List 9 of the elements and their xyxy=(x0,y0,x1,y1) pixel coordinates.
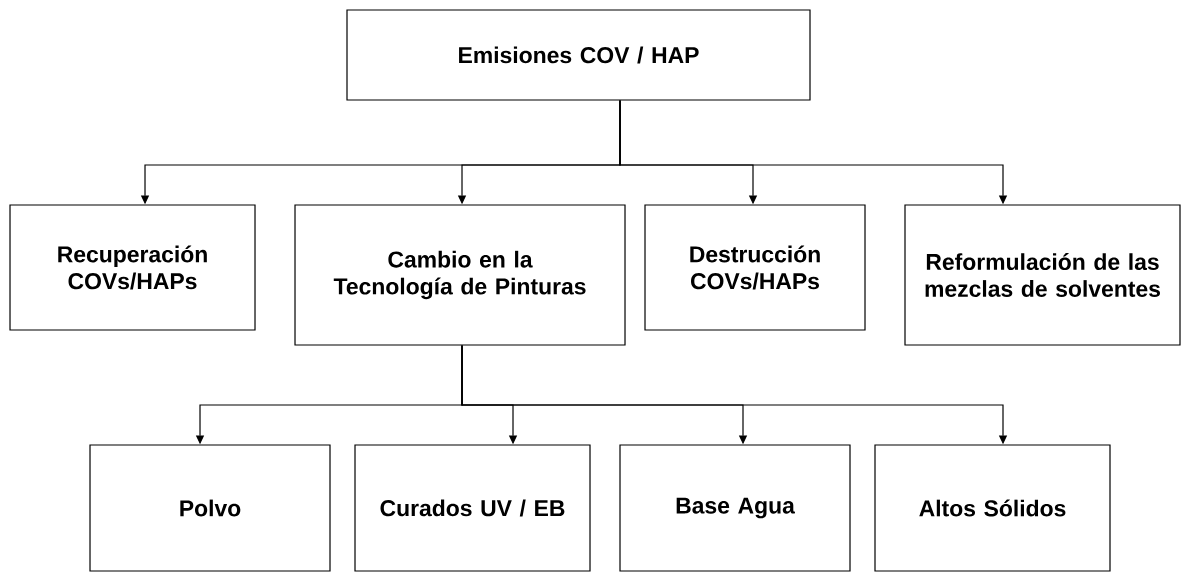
process-box: Cambio en la Tecnología de Pinturas xyxy=(294,204,626,346)
process-box: Polvo xyxy=(89,444,331,572)
process-box: Emisiones COV / HAP xyxy=(346,9,811,101)
process-box: Reformulación de las mezclas de solventes xyxy=(904,204,1181,346)
process-box: Altos Sólidos xyxy=(874,444,1111,572)
process-box: Destrucción COVs/HAPs xyxy=(644,204,866,331)
process-box: Curados UV / EB xyxy=(354,444,591,572)
process-box: Recuperación COVs/HAPs xyxy=(9,204,256,331)
process-box: Base Agua xyxy=(619,444,851,572)
